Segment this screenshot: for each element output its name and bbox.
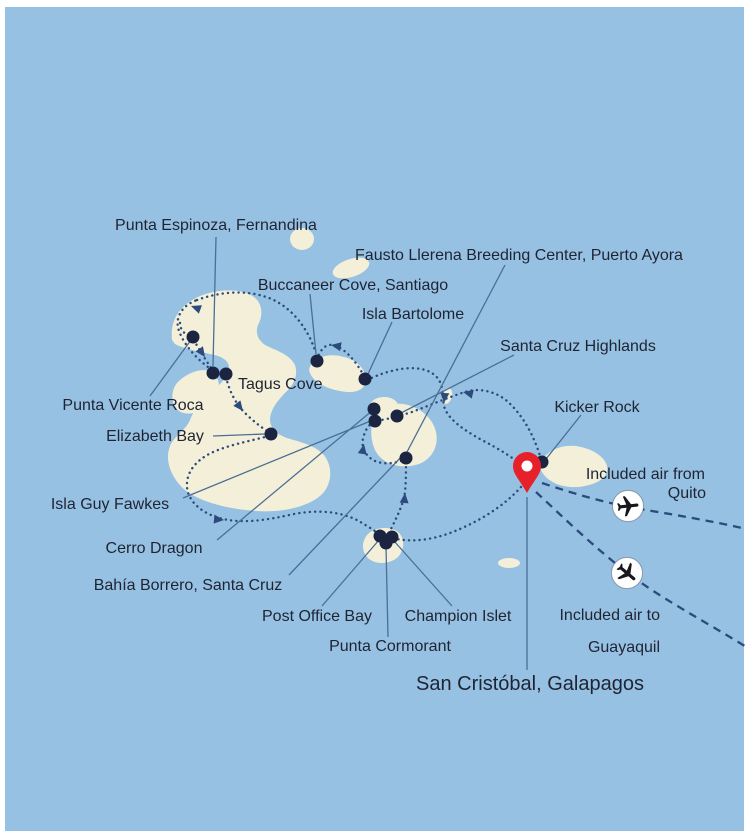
port-dot-puerto-ayora [399,451,413,465]
port-dot-santa-cruz-highlands [390,409,404,423]
port-dot-punta-espinoza [206,366,220,380]
san-cristobal-pin-group [513,452,541,493]
pin-hole [521,460,533,472]
airplane-icon [616,562,636,581]
leader-line-champion-islet [393,540,453,607]
leader-line-isla-guy-fawkes [182,419,374,499]
label-cerro-dragon: Cerro Dragon [106,540,203,557]
leader-line-cerro-dragon [216,409,374,541]
airplane-icon [617,496,639,517]
route-arrow [440,392,450,403]
route-north-sweep [195,291,318,355]
leader-line-buccaneer-cove [309,293,317,355]
port-dot-buccaneer-cove [310,354,324,368]
leader-line-isla-bartolome [367,321,393,375]
route-loop-to-vicente-roca [178,321,194,339]
label-buccaneer-cove: Buccaneer Cove, Santiago [258,277,448,294]
plane-air-to-guayaquil [611,557,643,589]
route-tagus-elizabeth [224,375,269,433]
leader-line-punta-cormorant [385,545,389,638]
route-arrow [233,400,243,411]
label-punta-vicente-roca: Punta Vicente Roca [62,397,203,414]
port-dot-isla-guy-fawkes [367,402,381,416]
port-dot-tagus-cove [219,367,233,381]
route-arrow [195,346,205,357]
label-post-office-bay: Post Office Bay [262,608,372,625]
route-arrow [357,444,367,455]
location-pin-icon [513,452,541,493]
plane-air-from-quito [612,490,644,522]
label-isla-bartolome: Isla Bartolome [362,306,464,323]
label-included-air-from: Included air from [586,466,705,483]
leader-line-punta-espinoza [212,236,217,367]
route-arrow [213,514,224,524]
island-isabela [167,290,331,512]
label-included-air-to: Included air to [559,607,660,624]
label-punta-espinoza-fernandina: Punta Espinoza, Fernandina [115,217,317,234]
port-dot-cerro-dragon [368,414,382,428]
label-guayaquil: Guayaquil [588,639,660,656]
leader-line-bahia-borrero [288,454,404,576]
label-tagus-cove: Tagus Cove [238,376,323,393]
label-kicker-rock: Kicker Rock [554,399,640,416]
label-quito: Quito [668,485,706,502]
islet-north-2 [332,257,370,279]
leader-line-elizabeth-bay [212,433,266,437]
route-arrow [191,305,202,314]
label-fausto-llerena: Fausto Llerena Breeding Center, Puerto A… [355,247,683,264]
label-bahia-borrero: Bahía Borrero, Santa Cruz [94,577,283,594]
label-santa-cruz-highlands: Santa Cruz Highlands [500,338,656,355]
leader-line-kicker-rock [545,414,582,460]
island-san-cristobal [540,445,608,488]
label-elizabeth-bay: Elizabeth Bay [106,428,204,445]
island-santiago [309,355,367,393]
route-arrow [399,493,409,504]
islet-north-1 [290,228,314,250]
route-arrow [331,342,342,352]
label-champion-islet: Champion Islet [405,608,512,625]
port-dot-elizabeth-bay [264,427,278,441]
port-dot-isla-bartolome [358,372,372,386]
port-dot-punta-vicente-roca [186,330,200,344]
label-punta-cormorant: Punta Cormorant [329,638,451,655]
island-fernandina [172,370,219,414]
route-arrow [463,389,474,399]
route-fernandina-loop-west [176,298,214,372]
label-san-cristobal-galapagos: San Cristóbal, Galapagos [416,673,644,695]
label-isla-guy-fawkes: Isla Guy Fawkes [51,496,169,513]
port-dot-punta-cormorant [379,536,393,550]
route-kicker-santa-cruz [396,388,543,461]
islet-south [498,558,520,568]
route-san-cristobal-floreana [395,485,523,542]
leader-line-punta-vicente-roca [149,339,192,397]
leader-line-fausto-llerena [406,264,506,453]
leader-line-santa-cruz-highlands [398,354,515,415]
leader-line-post-office-bay [321,539,380,607]
